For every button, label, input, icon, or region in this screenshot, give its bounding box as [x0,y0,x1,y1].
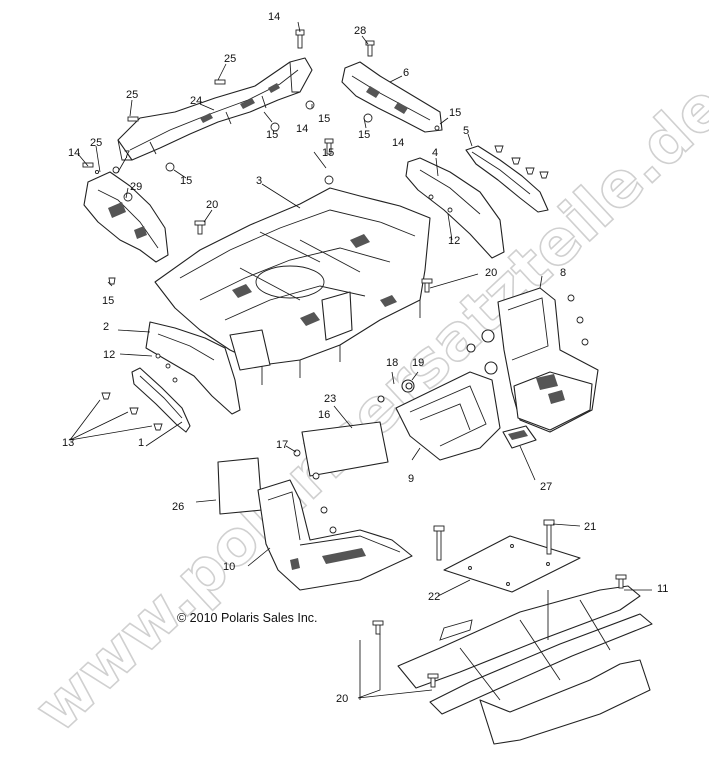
callout-25: 25 [224,53,236,65]
callout-25: 25 [126,89,138,101]
callout-15: 15 [358,129,370,141]
callout-17: 17 [276,439,288,451]
part-7-left-bracket [83,171,169,263]
callout-14: 14 [68,147,80,159]
part-1-lower-trim [101,367,191,433]
callout-21: 21 [584,521,596,533]
callout-15: 15 [180,175,192,187]
callout-28: 28 [354,25,366,37]
part-26-decal [217,457,263,515]
callout-23: 23 [324,393,336,405]
part-22-plate [443,535,581,593]
callout-18: 18 [386,357,398,369]
callout-13: 13 [62,437,74,449]
callout-12: 12 [103,349,115,361]
callout-2: 2 [103,321,109,333]
callout-24: 24 [190,95,202,107]
callout-15: 15 [102,295,114,307]
callout-15: 15 [322,147,334,159]
callout-19: 19 [412,357,424,369]
callout-5: 5 [463,125,469,137]
part-24-rear-crossmember [117,57,313,161]
part-5-rail-trim [465,145,549,213]
callout-4: 4 [432,147,438,159]
callout-16: 16 [318,409,330,421]
callout-15: 15 [449,107,461,119]
callout-20: 20 [485,267,497,279]
callout-12: 12 [448,235,460,247]
callout-labels: 14 28 25 6 25 24 15 15 15 15 14 5 14 25 … [62,11,668,705]
callout-6: 6 [403,67,409,79]
leader-lines [69,21,652,699]
part-16-decal [301,421,389,477]
part-27-latch [502,425,537,449]
callout-1: 1 [138,437,144,449]
callout-26: 26 [172,501,184,513]
callout-10: 10 [223,561,235,573]
callout-8: 8 [560,267,566,279]
part-9-storage-tray [377,371,501,461]
part-10-storage-pan [257,449,413,591]
part-21-bolts [433,519,555,561]
callout-20: 20 [206,199,218,211]
callout-15: 15 [266,129,278,141]
part-11-frame [359,574,653,745]
callout-14: 14 [392,137,404,149]
callout-22: 22 [428,591,440,603]
part-6-right-bracket [341,40,443,133]
callout-3: 3 [256,175,262,187]
callout-9: 9 [408,473,414,485]
callout-15: 15 [318,113,330,125]
part-4-right-panel [405,157,505,259]
watermark-text: www.polarisersatzteile.de [20,70,709,746]
callout-14: 14 [268,11,280,23]
part-3-cargo-box [154,187,431,385]
hardware-cluster-mid [94,169,433,293]
copyright-text: © 2010 Polaris Sales Inc. [177,611,318,625]
callout-14: 14 [296,123,308,135]
part-2-left-panel [145,321,241,415]
callout-27: 27 [540,481,552,493]
part-8-storage-bin [466,287,599,433]
callout-20: 20 [336,693,348,705]
callout-7: 7 [124,149,130,161]
callout-25: 25 [90,137,102,149]
callout-29: 29 [130,181,142,193]
callout-11: 11 [657,583,668,595]
